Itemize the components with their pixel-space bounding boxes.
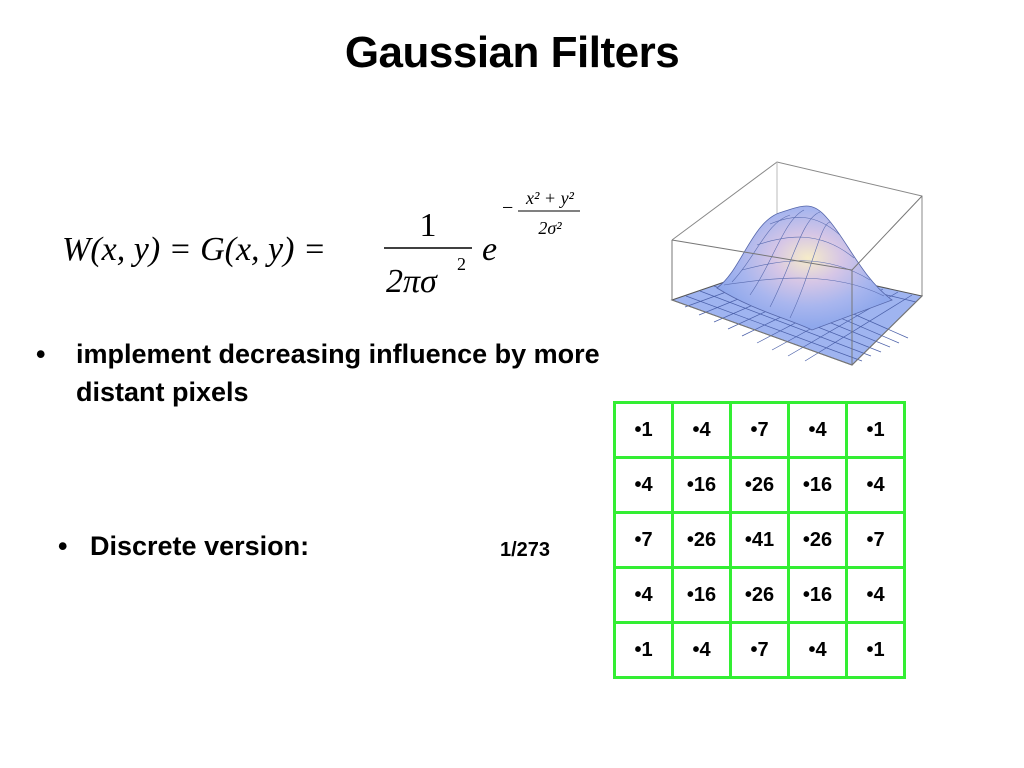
kernel-cell: •4 xyxy=(613,456,674,514)
kernel-cell: •4 xyxy=(671,401,732,459)
kernel-row: •1 •4 •7 •4 •1 xyxy=(613,401,906,459)
kernel-cell: •7 xyxy=(845,511,906,569)
kernel-row: •4 •16 •26 •16 •4 xyxy=(613,456,906,514)
bullet-text: Discrete version: xyxy=(90,531,310,561)
kernel-cell: •1 xyxy=(613,401,674,459)
gaussian-formula: W(x, y) = G(x, y) = 1 2πσ 2 e − x² + y² … xyxy=(62,182,602,312)
kernel-cell: •26 xyxy=(671,511,732,569)
normalization-factor: 1/273 xyxy=(500,539,551,561)
kernel-cell: •1 xyxy=(845,401,906,459)
bullet-text: implement decreasing influence by more d… xyxy=(76,339,600,407)
formula-exp-denominator: 2σ² xyxy=(538,218,562,238)
surface-svg xyxy=(670,161,924,366)
kernel-cell: •16 xyxy=(787,456,848,514)
formula-base: e xyxy=(482,231,497,268)
kernel-cell: •4 xyxy=(671,621,732,679)
kernel-cell: •26 xyxy=(787,511,848,569)
slide-title: Gaussian Filters xyxy=(344,28,680,77)
formula-denominator-exp: 2 xyxy=(457,254,466,274)
bullet-marker: • xyxy=(58,531,68,561)
kernel-row: •7 •26 •41 •26 •7 xyxy=(613,511,906,569)
kernel-row: •1 •4 •7 •4 •1 xyxy=(613,621,906,679)
kernel-cell: •4 xyxy=(845,566,906,624)
kernel-cell: •41 xyxy=(729,511,790,569)
kernel-cell: •7 xyxy=(613,511,674,569)
kernel-row: •4 •16 •26 •16 •4 xyxy=(613,566,906,624)
kernel-cell: •1 xyxy=(845,621,906,679)
formula-denominator: 2πσ xyxy=(386,263,438,300)
bullet-marker: • xyxy=(36,339,46,369)
kernel-cell: •26 xyxy=(729,566,790,624)
kernel-cell: •16 xyxy=(671,566,732,624)
gaussian-kernel-table: •1 •4 •7 •4 •1 •4 •16 •26 •16 •4 •7 •26 … xyxy=(613,401,906,679)
formula-lhs: W(x, y) = G(x, y) = xyxy=(62,231,326,268)
kernel-cell: •26 xyxy=(729,456,790,514)
kernel-cell: •7 xyxy=(729,401,790,459)
formula-exp-numerator: x² + y² xyxy=(525,188,575,208)
gaussian-surface-plot-icon xyxy=(662,160,932,372)
kernel-cell: •16 xyxy=(787,566,848,624)
formula-numerator: 1 xyxy=(420,207,437,244)
kernel-cell: •4 xyxy=(787,401,848,459)
kernel-cell: •7 xyxy=(729,621,790,679)
kernel-cell: •16 xyxy=(671,456,732,514)
kernel-cell: •1 xyxy=(613,621,674,679)
kernel-cell: •4 xyxy=(613,566,674,624)
kernel-cell: •4 xyxy=(787,621,848,679)
formula-svg: W(x, y) = G(x, y) = 1 2πσ 2 e − x² + y² … xyxy=(62,188,580,300)
formula-exp-sign: − xyxy=(502,197,513,219)
kernel-cell: •4 xyxy=(845,456,906,514)
